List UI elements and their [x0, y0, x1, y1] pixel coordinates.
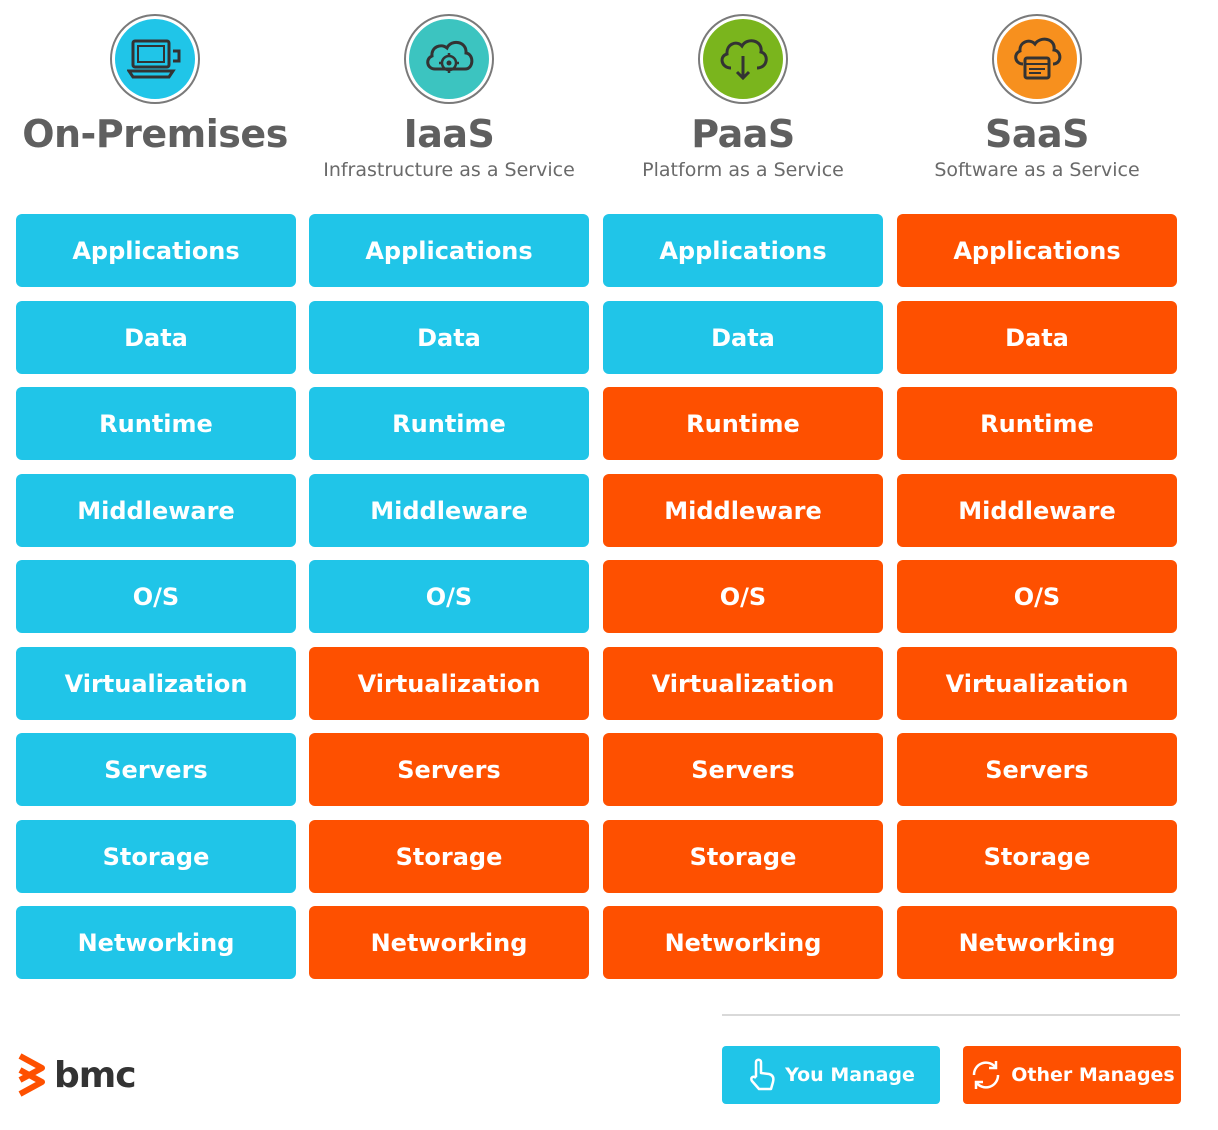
icon-ring: [698, 14, 788, 104]
bmc-chevron-icon: [18, 1053, 45, 1097]
layer-cell-virtualization: Virtualization: [897, 647, 1177, 720]
cloud-window-icon: [997, 19, 1077, 99]
layer-cell-data: Data: [897, 301, 1177, 374]
legend-divider: [722, 1014, 1180, 1016]
column-header-saas: SaaS Software as a Service: [887, 14, 1187, 182]
layer-cell-applications: Applications: [897, 214, 1177, 287]
layer-cell-applications: Applications: [603, 214, 883, 287]
column-title: IaaS: [403, 112, 495, 156]
column-header-paas: PaaS Platform as a Service: [593, 14, 893, 182]
layer-cell-servers: Servers: [603, 733, 883, 806]
layer-cell-virtualization: Virtualization: [16, 647, 296, 720]
logo-text: bmc: [54, 1054, 137, 1096]
column-title: PaaS: [691, 112, 795, 156]
layer-cell-applications: Applications: [309, 214, 589, 287]
layer-cell-o-s: O/S: [309, 560, 589, 633]
layer-cell-data: Data: [309, 301, 589, 374]
layer-cell-runtime: Runtime: [16, 387, 296, 460]
layer-cell-storage: Storage: [603, 820, 883, 893]
layer-cell-middleware: Middleware: [897, 474, 1177, 547]
layer-cell-virtualization: Virtualization: [603, 647, 883, 720]
legend-label: You Manage: [785, 1064, 915, 1086]
legend-you-manage: You Manage: [722, 1046, 940, 1104]
layer-cell-applications: Applications: [16, 214, 296, 287]
layer-cell-o-s: O/S: [603, 560, 883, 633]
layer-cell-networking: Networking: [309, 906, 589, 979]
layer-cell-storage: Storage: [897, 820, 1177, 893]
icon-ring: [992, 14, 1082, 104]
hand-pointer-icon: [750, 1058, 775, 1091]
refresh-cycle-icon: [972, 1061, 1000, 1089]
layer-cell-servers: Servers: [897, 733, 1177, 806]
layer-cell-middleware: Middleware: [16, 474, 296, 547]
layer-cell-data: Data: [16, 301, 296, 374]
legend-label: Other Manages: [1011, 1064, 1175, 1086]
cloud-gear-icon: [409, 19, 489, 99]
layer-cell-o-s: O/S: [16, 560, 296, 633]
legend-other-manages: Other Manages: [963, 1046, 1181, 1104]
layer-cell-storage: Storage: [309, 820, 589, 893]
column-header-on-premises: On-Premises: [5, 14, 305, 158]
layer-cell-networking: Networking: [16, 906, 296, 979]
laptop-icon: [115, 19, 195, 99]
column-title: SaaS: [984, 112, 1090, 156]
cloud-download-icon: [703, 19, 783, 99]
icon-ring: [404, 14, 494, 104]
layer-cell-middleware: Middleware: [309, 474, 589, 547]
icon-ring: [110, 14, 200, 104]
column-subtitle: Platform as a Service: [642, 159, 844, 181]
layer-cell-o-s: O/S: [897, 560, 1177, 633]
layer-cell-data: Data: [603, 301, 883, 374]
layer-cell-virtualization: Virtualization: [309, 647, 589, 720]
layer-cell-servers: Servers: [16, 733, 296, 806]
layer-cell-storage: Storage: [16, 820, 296, 893]
layer-cell-networking: Networking: [897, 906, 1177, 979]
column-subtitle: Infrastructure as a Service: [323, 159, 575, 181]
column-subtitle: Software as a Service: [934, 159, 1140, 181]
layer-cell-runtime: Runtime: [897, 387, 1177, 460]
layer-cell-servers: Servers: [309, 733, 589, 806]
column-header-iaas: IaaS Infrastructure as a Service: [299, 14, 599, 182]
layer-cell-middleware: Middleware: [603, 474, 883, 547]
layer-cell-runtime: Runtime: [603, 387, 883, 460]
column-title: On-Premises: [22, 112, 288, 156]
bmc-logo: bmc: [14, 1052, 137, 1098]
layer-cell-networking: Networking: [603, 906, 883, 979]
layer-cell-runtime: Runtime: [309, 387, 589, 460]
